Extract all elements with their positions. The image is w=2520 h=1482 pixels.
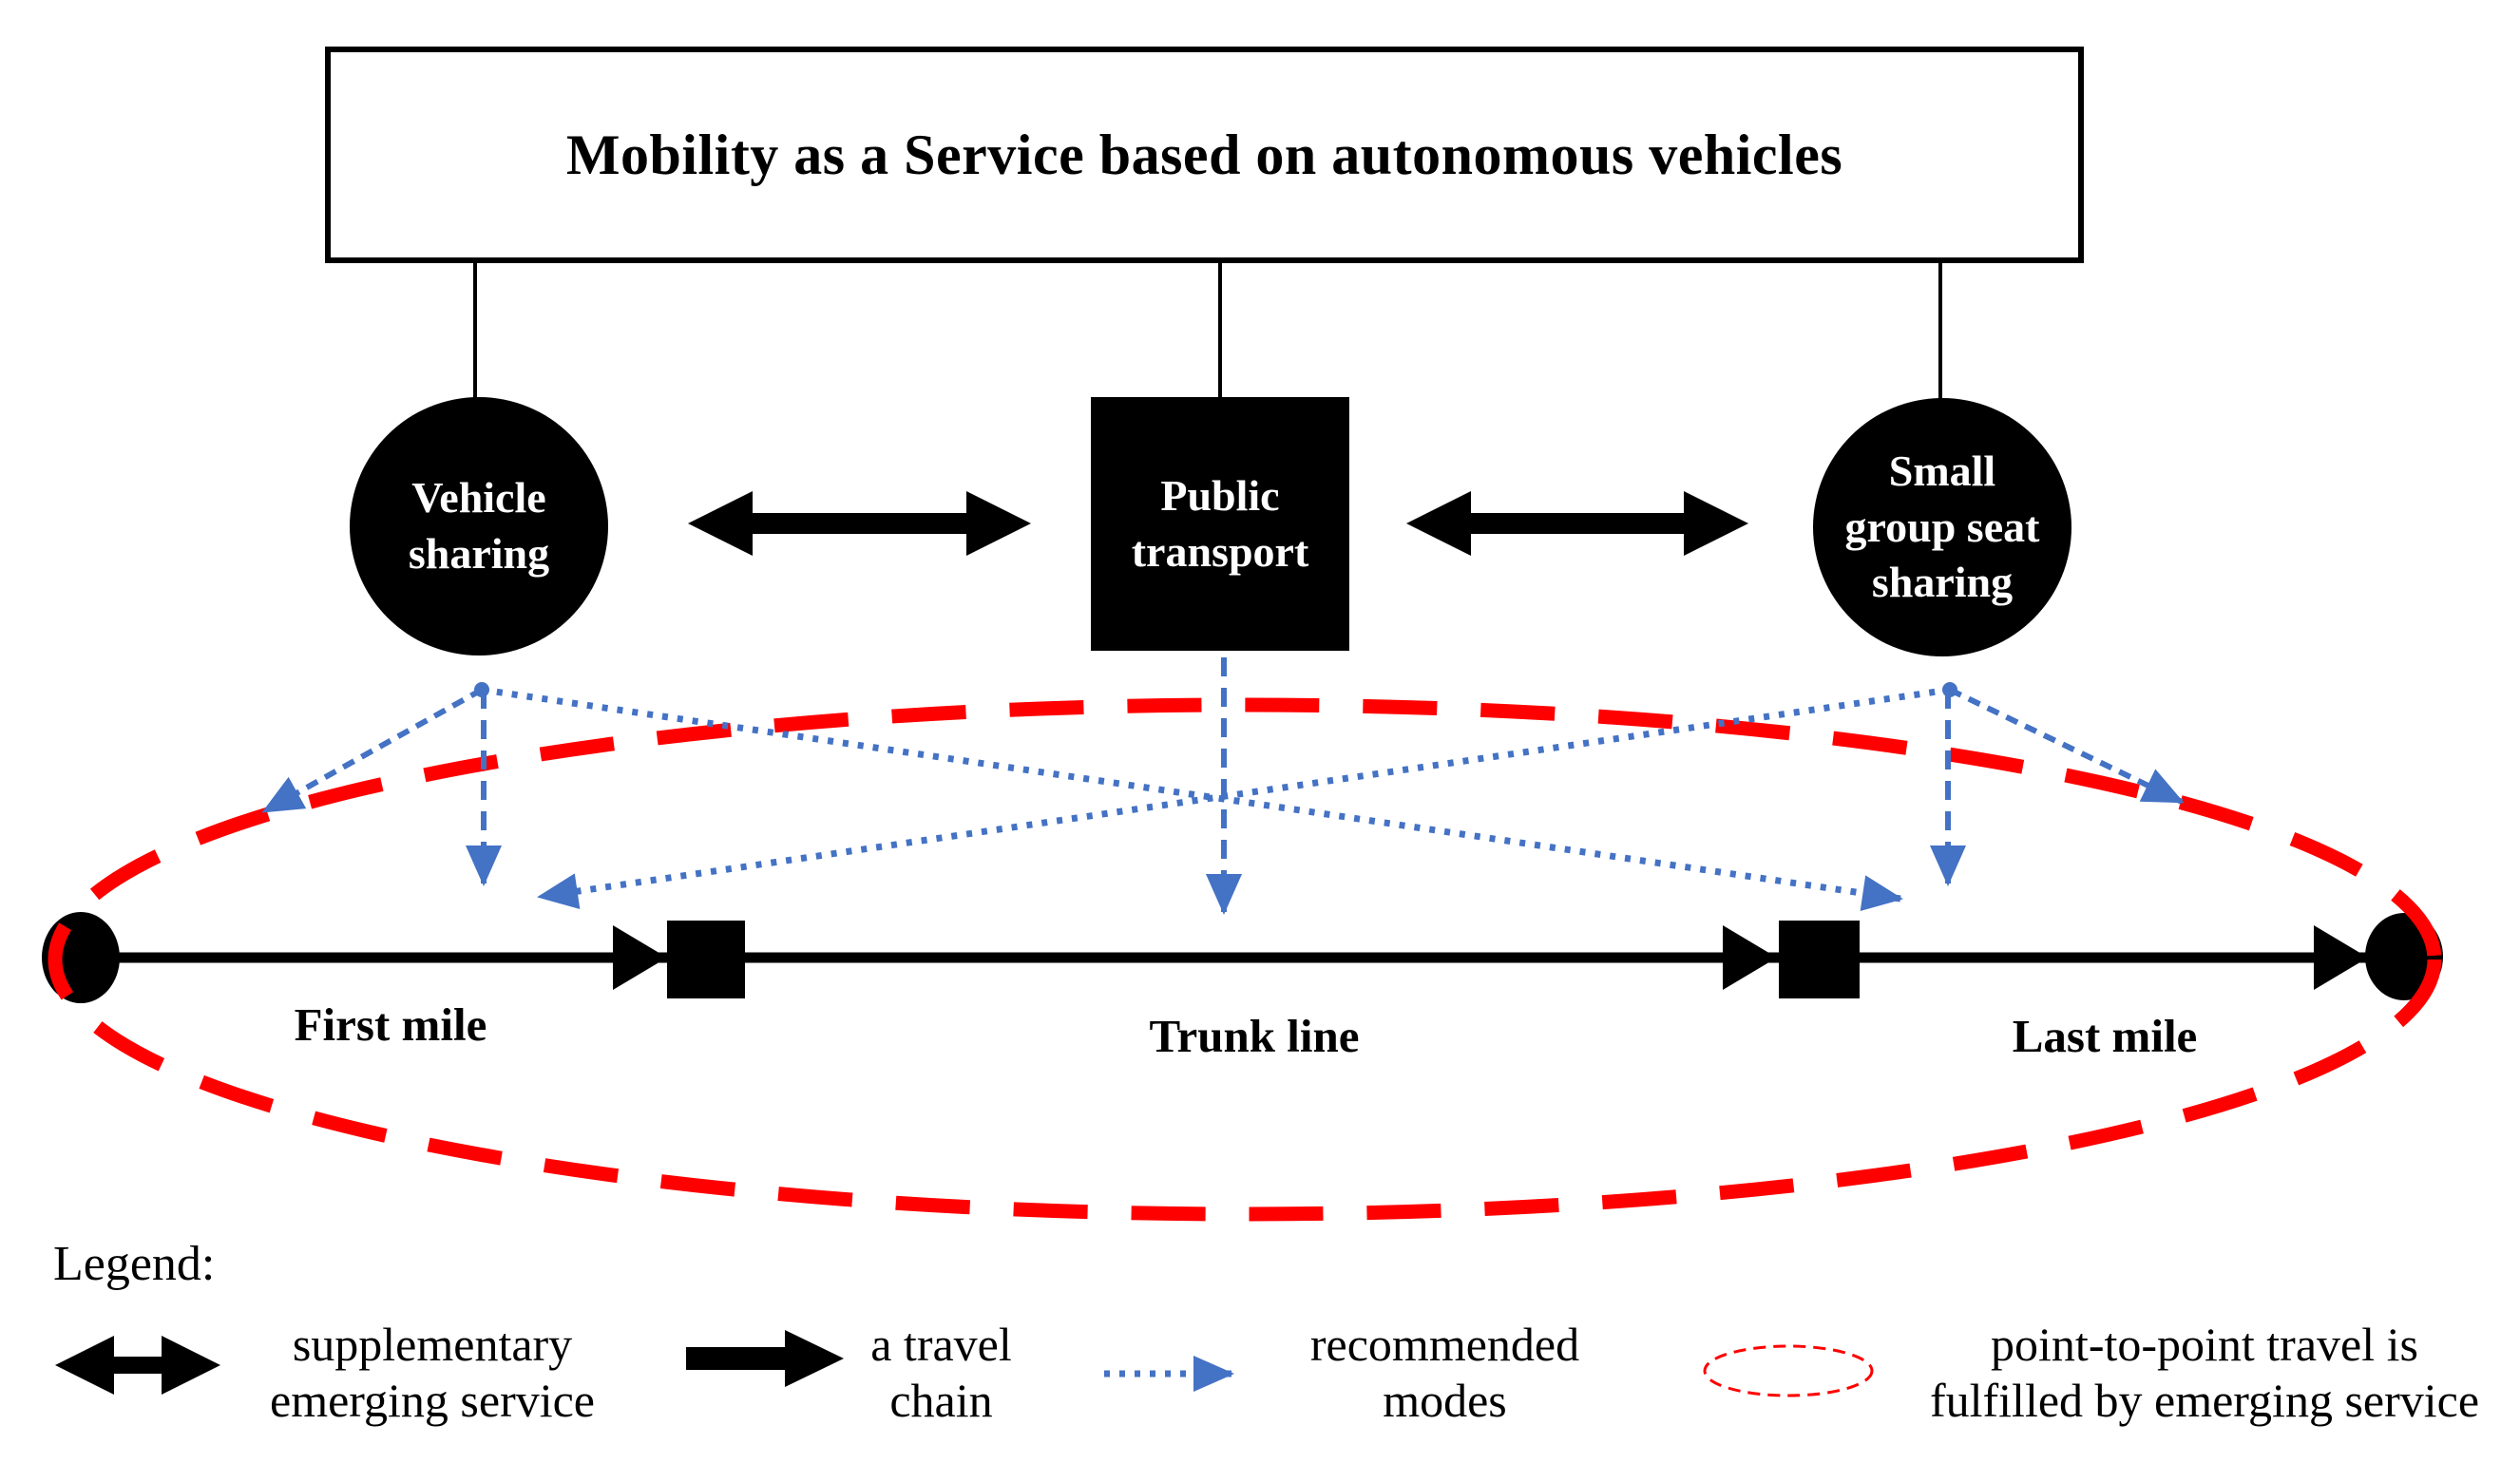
transfer-stop-right (1779, 921, 1860, 998)
solid-arrow-icon (686, 1330, 844, 1387)
vs-to-last-junction-arrow (481, 686, 1903, 911)
legend-icons (55, 1330, 1874, 1397)
public-transport-node (1091, 397, 1349, 651)
chain-arrowhead-last (2314, 925, 2368, 990)
double-arrow-left-icon (688, 491, 1031, 556)
sg-to-destination-arrow (1948, 687, 2185, 805)
small-group-seat-sharing-node (1813, 398, 2071, 656)
chain-arrowhead-first (613, 925, 667, 990)
double-headed-arrow-icon (55, 1336, 220, 1395)
red-dashed-ellipse-icon (1703, 1344, 1874, 1397)
double-arrow-right-icon (1406, 491, 1748, 556)
sg-to-first-junction-arrow (537, 686, 1951, 909)
chain-arrowhead-trunk (1723, 925, 1777, 990)
hierarchy-connectors (473, 260, 1942, 403)
transfer-stop-left (667, 921, 745, 998)
title-box (325, 47, 2084, 263)
travel-chain (42, 912, 2443, 1003)
recommended-mode-arrows (261, 657, 2185, 915)
point-to-point-ellipse (48, 697, 2442, 1222)
vehicle-sharing-node (350, 397, 608, 656)
